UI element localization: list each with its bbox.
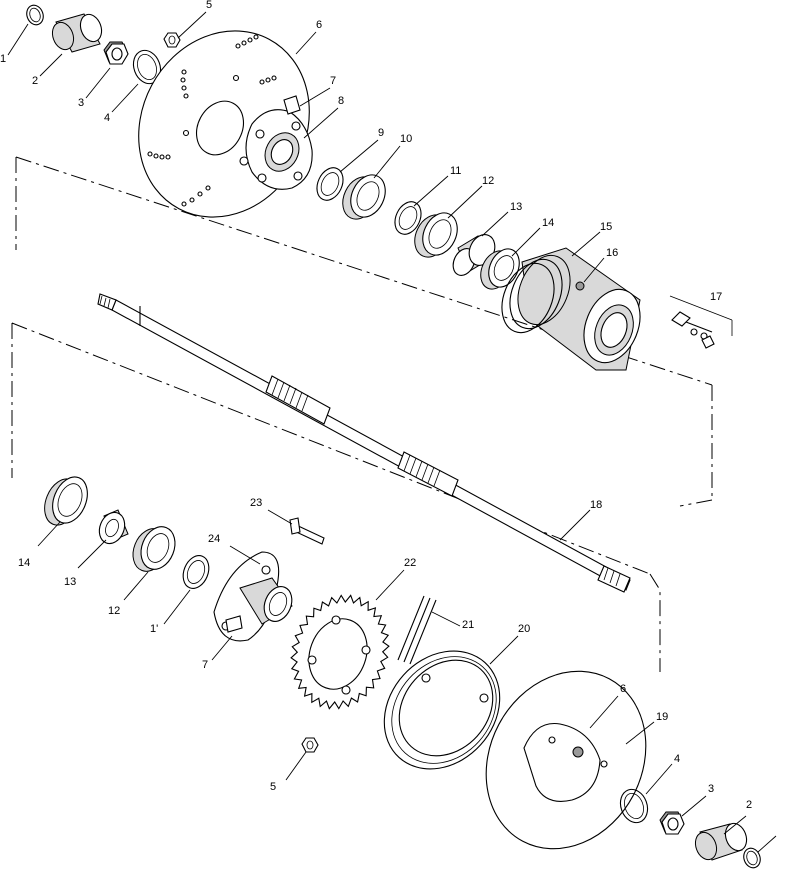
part-13-bearing-cone-bottom: [98, 509, 129, 545]
part-11-seal-bottom: [182, 555, 210, 589]
callout-7-bottom: 7: [202, 659, 208, 671]
part-16-grease-fitting: [575, 281, 585, 291]
part-23-bolt: [289, 517, 325, 545]
callout-7-top: 7: [330, 75, 336, 87]
callout-labels: 1 2 3 4 5 6 7 8 9 10 11 12 13 14 15 16 1…: [0, 0, 752, 811]
callout-11-bottom: 1': [150, 623, 158, 635]
callout-12-bottom: 12: [108, 605, 120, 617]
part-2-spacer-top: [51, 13, 103, 53]
part-15-bearing-carrier: [501, 247, 641, 371]
callout-3-bottom: 3: [708, 783, 714, 795]
callout-11-top: 11: [450, 165, 461, 177]
part-14-bearing-race-bottom: [44, 476, 88, 526]
callout-15: 15: [600, 221, 612, 233]
part-5-nut-bottom: [301, 737, 319, 753]
callout-20: 20: [518, 623, 530, 635]
part-2-spacer-bottom: [694, 822, 748, 861]
callout-21: 21: [462, 619, 474, 631]
callout-22: 22: [404, 557, 416, 569]
callout-5-top: 5: [206, 0, 212, 11]
callout-6-top: 6: [316, 19, 322, 31]
callout-17: 17: [710, 291, 722, 303]
callout-10: 10: [400, 133, 412, 145]
part-3-nut-top: [103, 41, 129, 65]
part-1-snap-ring-bottom: [743, 847, 761, 869]
assembly-centerlines: [11, 156, 713, 672]
callout-3-top: 3: [78, 97, 84, 109]
callout-14-top: 14: [542, 217, 554, 229]
part-22-sprocket: [290, 594, 390, 710]
disc-slots-top: [147, 34, 277, 207]
part-20-brake-ring: [383, 650, 501, 770]
callout-4-top: 4: [104, 112, 110, 124]
part-10-bearing-top: [342, 174, 386, 220]
callout-leaders: [7, 11, 777, 853]
callout-2-top: 2: [32, 75, 38, 87]
callout-4-bottom: 4: [674, 753, 680, 765]
part-1-snap-ring-top: [26, 4, 44, 26]
part-18-axle-shaft: [97, 293, 631, 593]
callout-18: 18: [590, 499, 602, 511]
part-7-stud-top: [239, 95, 301, 166]
callout-1-top: 1: [0, 53, 6, 65]
part-24-sprocket-hub: [213, 551, 293, 642]
part-5-nut-top: [163, 32, 181, 48]
callout-6-bottom: 6: [620, 683, 626, 695]
part-3-nut-bottom: [659, 811, 685, 835]
callout-23: 23: [250, 497, 262, 509]
callout-14-bottom: 14: [18, 557, 30, 569]
callout-8: 8: [338, 95, 344, 107]
callout-9: 9: [378, 127, 384, 139]
part-19-brake-disc-bottom: [485, 670, 647, 850]
part-6-brake-disc-top: [138, 30, 310, 218]
part-11-seal-top: [394, 201, 422, 235]
part-14-bearing-race-top: [480, 248, 520, 290]
part-7-stud-bottom: [225, 615, 243, 633]
part-17-bolt-kit: [669, 295, 733, 349]
callout-19: 19: [656, 711, 668, 723]
callout-16: 16: [606, 247, 618, 259]
part-9-seal-ring-top: [316, 167, 344, 201]
callout-12-top: 12: [482, 175, 494, 187]
callout-2-bottom: 2: [746, 799, 752, 811]
part-8-hub-flange-top: [245, 109, 313, 190]
part-12-bearing-cup-top: [414, 212, 458, 258]
callout-13-top: 13: [510, 201, 522, 213]
part-4-washer-bottom: [619, 788, 649, 824]
callout-13-bottom: 13: [64, 576, 76, 588]
callout-24: 24: [208, 533, 220, 545]
part-12-bearing-cup-bottom: [132, 526, 176, 572]
callout-5-bottom: 5: [270, 781, 276, 793]
part-21-chain-guide: [397, 595, 437, 665]
